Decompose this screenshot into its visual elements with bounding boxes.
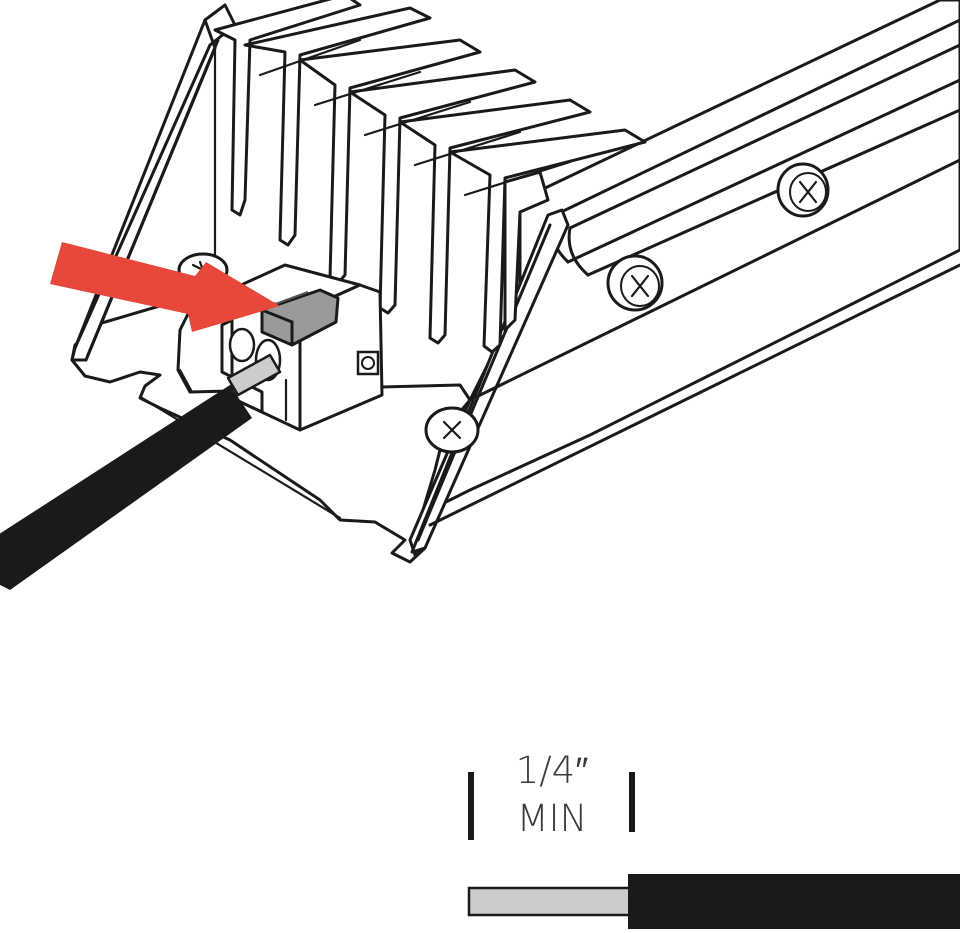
terminal-block	[220, 263, 384, 432]
stripped-conductor	[467, 886, 635, 917]
insertion-arrow-icon	[50, 242, 280, 332]
fixture-housing	[70, 0, 960, 564]
wire-insulation	[628, 874, 960, 929]
strip-length-detail	[467, 772, 960, 929]
phillips-screw-icon	[424, 406, 480, 454]
strip-length-unit: MIN	[516, 797, 588, 840]
phillips-screw-icon	[776, 162, 830, 218]
heat-sink-fins	[213, 0, 647, 354]
release-lever	[260, 288, 340, 347]
dimension-marker-left	[468, 772, 474, 840]
strip-length-value: 1/4″	[515, 749, 589, 792]
phillips-screw-icon	[606, 254, 664, 312]
base-plate	[70, 298, 472, 564]
dimension-marker-right	[629, 772, 635, 832]
inserted-wire	[0, 353, 282, 590]
